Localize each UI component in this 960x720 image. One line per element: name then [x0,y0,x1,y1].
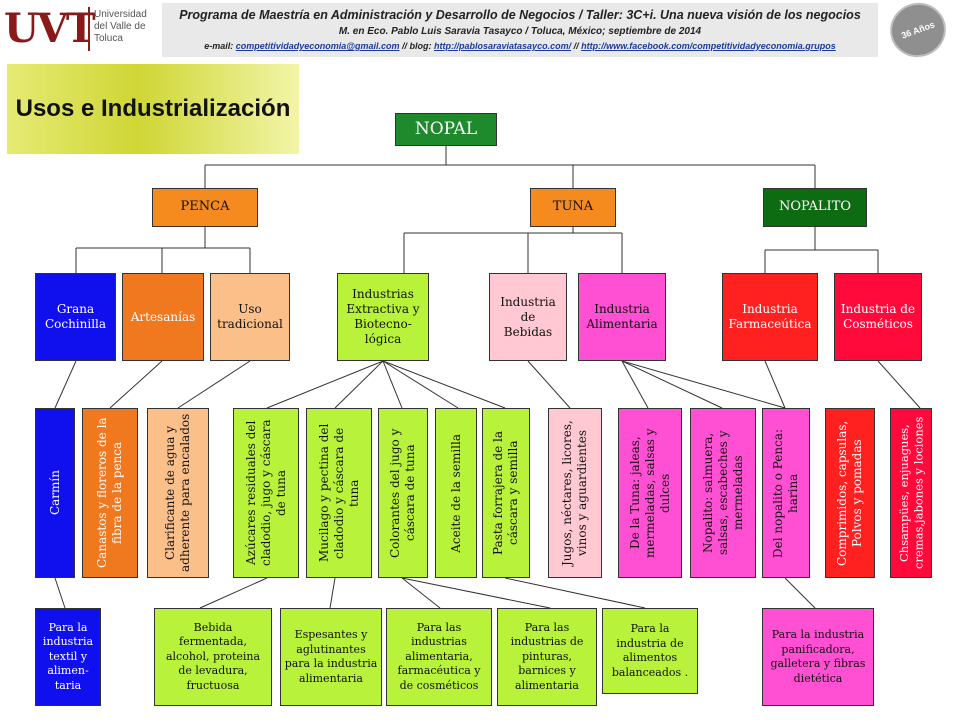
connector-line [784,577,816,609]
leaf-clarificante[interactable]: Clarificante de agua y adherente para en… [147,408,209,578]
leaf-mucilago[interactable]: Mucilago y pectina del cladodio y cáscar… [306,408,372,578]
note-bebida-fermentada[interactable]: Bebida fermentada, alcohol, proteina de … [154,608,272,706]
connector-line [177,360,251,409]
leaf-comprimidos[interactable]: Comprimidos, capsulas, Polvos y pomadas [825,408,875,578]
node-industria-farmaceutica[interactable]: Industria Farmaceútica [722,273,818,361]
leaf-de-la-tuna[interactable]: De la Tuna: jaleas, mermeladas, salsas y… [618,408,682,578]
connector-line [382,360,506,409]
leaf-canastos[interactable]: Canastos y floreros de la fibra de la pe… [82,408,138,578]
contact-line: e-mail: competitividadyeconomia@gmail.co… [162,41,878,51]
anniversary-seal: 36 Años [882,0,954,65]
connector-line [54,360,77,409]
connector-line [382,360,403,409]
author-line: M. en Eco. Pablo Luis Saravia Tasayco / … [338,26,702,37]
logo-divider [88,7,90,51]
leaf-label: Mucilago y pectina del cladodio y cáscar… [316,423,361,563]
connector-line [266,360,384,409]
connector-line [877,360,921,409]
node-nopal[interactable]: NOPAL [395,113,497,146]
header-bar: UVT Universidad del Valle de Toluca Prog… [0,0,960,65]
title-banner: Usos e Industrialización [7,64,299,154]
node-grana-cochinilla[interactable]: Grana Cochinilla [35,273,116,361]
leaf-aceite[interactable]: Aceite de la semilla [435,408,477,578]
connector-line [621,360,786,409]
node-artesanias[interactable]: Artesanías [122,273,204,361]
leaf-label: Pasta forrajera de la cáscara y semilla [491,430,520,556]
note-textil[interactable]: Para la industria textil y alimen-taria [35,608,101,706]
connector-line [329,577,336,609]
connector-line [54,577,66,609]
program-title: Programa de Maestría en Administración y… [179,8,861,22]
connector-line [401,577,551,609]
note-espesantes[interactable]: Espesantes y aglutinantes para la indust… [280,608,382,706]
leaf-nopalito-salmuera[interactable]: Nopalito: salmuera, salsas, escabeches y… [690,408,756,578]
leaf-label: Nopalito: salmuera, salsas, escabeches y… [700,430,745,556]
node-industria-cosmeticos[interactable]: Industria de Cosméticos [834,273,922,361]
connector-line [621,360,723,409]
leaf-pasta-forrajera[interactable]: Pasta forrajera de la cáscara y semilla [482,408,530,578]
note-pinturas[interactable]: Para las industrias de pinturas, barnice… [497,608,597,706]
node-tuna[interactable]: TUNA [530,188,616,227]
header-info-band: Programa de Maestría en Administración y… [162,3,878,57]
connector-line [764,360,786,409]
connector-line [504,577,646,609]
leaf-label: De la Tuna: jaleas, mermeladas, salsas y… [627,428,672,558]
connector-line [109,360,163,409]
blog-separator: // blog: [399,41,435,51]
connector-line [199,577,268,609]
facebook-link[interactable]: http://www.facebook.com/competitividadye… [581,41,836,51]
connector-line [621,360,649,409]
contact-prefix: e-mail: [204,41,236,51]
leaf-label: Canastos y floreros de la fibra de la pe… [95,417,124,569]
connector-line [382,360,459,409]
leaf-champues[interactable]: Chsampües, enjuagues, cremas,jabones y l… [890,408,932,578]
seal-text: 36 Años [899,19,937,41]
leaf-label: Clarificante de agua y adherente para en… [163,413,192,573]
connector-line [527,360,571,409]
leaf-colorantes[interactable]: Colorantes del jugo y cáscara de tuna [378,408,428,578]
leaf-azucares[interactable]: Azúcares residuales del cladodio, jugo y… [233,408,299,578]
leaf-jugos[interactable]: Jugos, néctares, licores, vinos y aguard… [548,408,602,578]
leaf-label: Del nopalito o Penca: harina [771,428,800,558]
leaf-label: Carmín [47,470,62,516]
note-panificadora[interactable]: Para la industria panificadora, galleter… [762,608,874,706]
node-industria-bebidas[interactable]: Industria de Bebidas [489,273,567,361]
leaf-label: Azúcares residuales del cladodio, jugo y… [243,419,288,567]
page-title: Usos e Industrialización [15,95,291,122]
leaf-label: Chsampües, enjuagues, cremas,jabones y l… [896,416,925,570]
leaf-label: Colorantes del jugo y cáscara de tuna [388,428,417,558]
note-alimentaria-farmaceutica[interactable]: Para las industrias alimentaria, farmacé… [386,608,492,706]
node-uso-tradicional[interactable]: Uso tradicional [210,273,290,361]
connector-line [401,577,441,609]
facebook-separator: // [571,41,582,51]
logo-text: Universidad del Valle de Toluca [94,9,147,44]
blog-link[interactable]: http://pablosaraviatasayco.com/ [434,41,572,51]
node-penca[interactable]: PENCA [152,188,258,227]
node-industrias-extractiva[interactable]: Industrias Extractiva y Biotecno-lógica [337,273,429,361]
node-nopalito[interactable]: NOPALITO [763,188,867,227]
leaf-harina[interactable]: Del nopalito o Penca: harina [762,408,810,578]
leaf-carmin[interactable]: Carmín [35,408,75,578]
email-link[interactable]: competitividadyeconomia@gmail.com [235,41,400,51]
leaf-label: Aceite de la semilla [448,433,463,553]
logo-mark: UVT [4,5,96,52]
leaf-label: Comprimidos, capsulas, Polvos y pomadas [835,420,864,566]
university-logo[interactable]: UVT Universidad del Valle de Toluca [4,3,154,55]
connector-line [334,360,384,409]
leaf-label: Jugos, néctares, licores, vinos y aguard… [560,420,589,566]
note-balanceados[interactable]: Para la industria de alimentos balancead… [602,608,698,694]
node-industria-alimentaria[interactable]: Industria Alimentaria [578,273,666,361]
